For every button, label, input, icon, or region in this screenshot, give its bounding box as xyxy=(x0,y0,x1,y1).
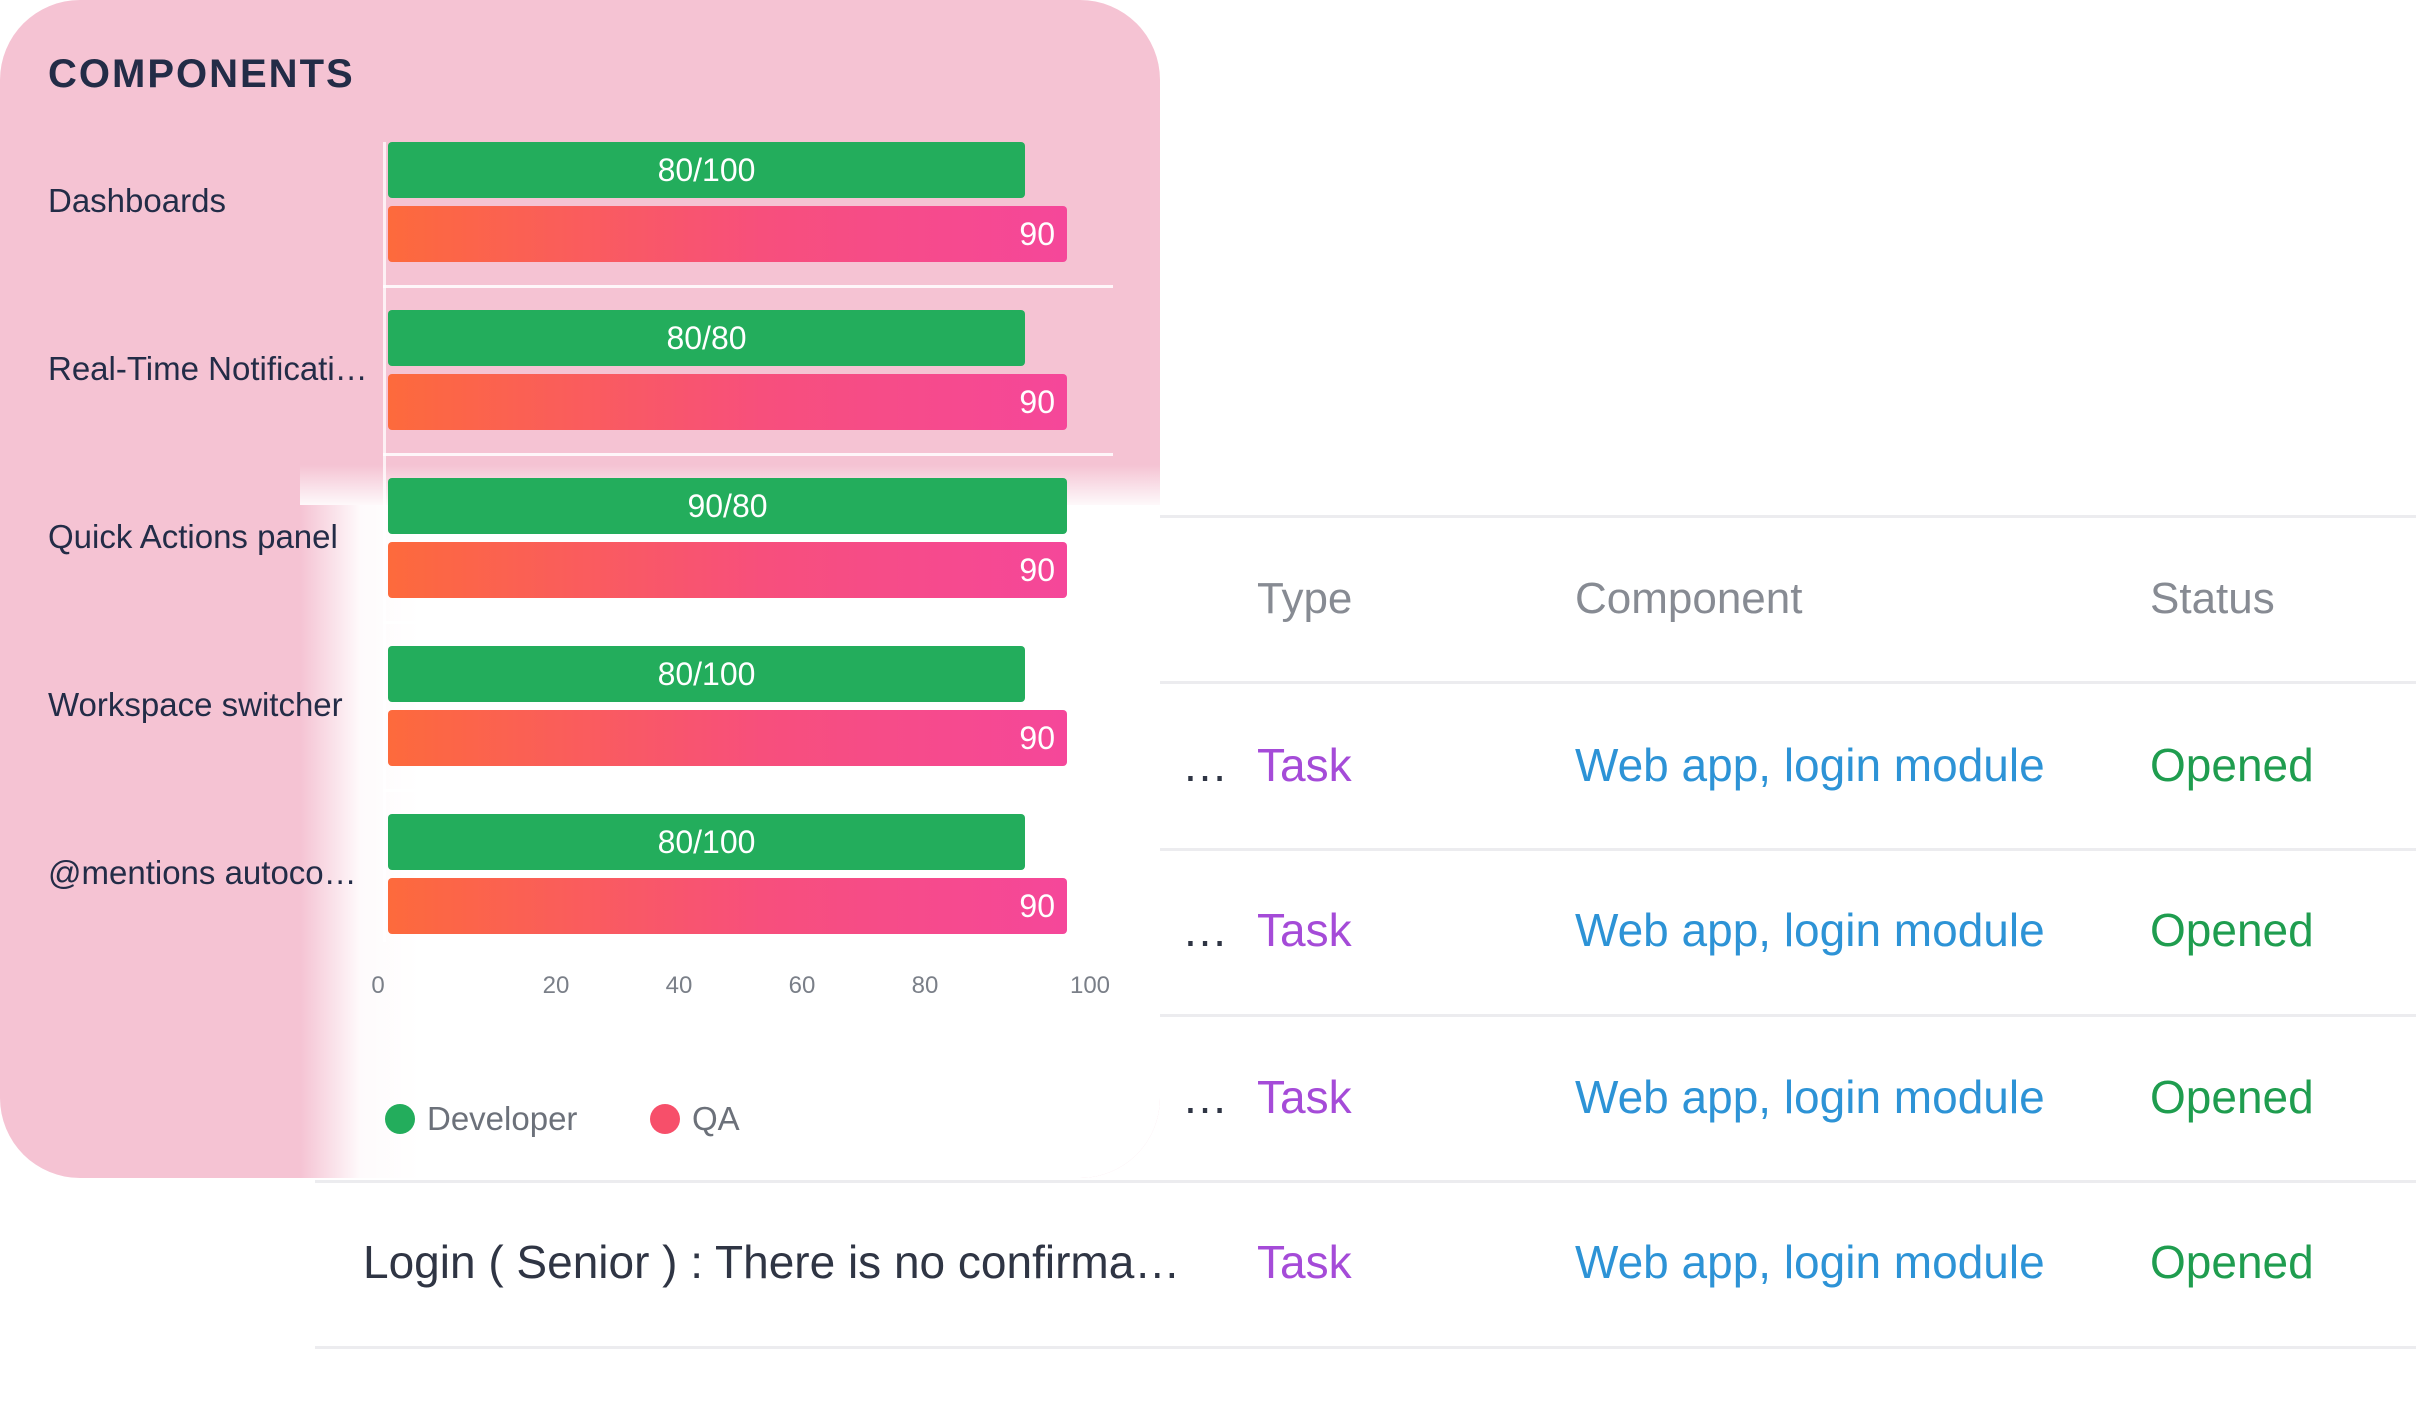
column-header-component[interactable]: Component xyxy=(1575,574,1803,623)
issue-type: Task xyxy=(1257,904,1352,956)
developer-bar[interactable]: 80/80 xyxy=(388,310,1025,366)
bar-data-label: 80/100 xyxy=(657,151,756,188)
row-divider xyxy=(315,1014,2416,1017)
developer-bar[interactable]: 90/80 xyxy=(388,478,1067,534)
qa-bar[interactable]: 90 xyxy=(388,878,1067,934)
bar-data-label: 90 xyxy=(1019,383,1055,420)
qa-bar[interactable]: 90 xyxy=(388,710,1067,766)
issue-component[interactable]: Web app, login module xyxy=(1575,1236,2045,1288)
bar-data-label: 80/100 xyxy=(657,655,756,692)
x-tick-label: 80 xyxy=(911,972,939,999)
status-badge[interactable]: Opened xyxy=(2150,1071,2314,1123)
row-separator xyxy=(383,453,1113,456)
developer-legend-dot-icon xyxy=(385,1104,415,1134)
x-tick-label: 60 xyxy=(788,972,816,999)
category-label: Quick Actions panel xyxy=(48,518,338,555)
y-axis-line xyxy=(383,142,386,942)
status-badge[interactable]: Opened xyxy=(2150,739,2314,791)
bar-data-label: 90 xyxy=(1019,887,1055,924)
issue-type: Task xyxy=(1257,739,1352,791)
category-label: Dashboards xyxy=(48,182,226,219)
row-separator xyxy=(383,621,1113,624)
row-divider xyxy=(315,1180,2416,1183)
developer-bar[interactable]: 80/100 xyxy=(388,814,1025,870)
issue-component[interactable]: Web app, login module xyxy=(1575,904,2045,956)
qa-bar[interactable]: 90 xyxy=(388,206,1067,262)
x-tick-label: 20 xyxy=(542,972,570,999)
header-divider xyxy=(315,681,2416,684)
qa-bar[interactable]: 90 xyxy=(388,542,1067,598)
developer-bar[interactable]: 80/100 xyxy=(388,646,1025,702)
bar-data-label: 90 xyxy=(1019,551,1055,588)
issue-type: Task xyxy=(1257,1236,1352,1288)
issue-component[interactable]: Web app, login module xyxy=(1575,739,2045,791)
issue-component[interactable]: Web app, login module xyxy=(1575,1071,2045,1123)
column-header-type[interactable]: Type xyxy=(1257,574,1353,623)
bar-data-label: 80/100 xyxy=(657,823,756,860)
qa-legend-dot-icon xyxy=(650,1104,680,1134)
bar-data-label: 90 xyxy=(1019,215,1055,252)
bar-data-label: 90 xyxy=(1019,719,1055,756)
bar-data-label: 80/80 xyxy=(666,319,747,356)
qa-bar[interactable]: 90 xyxy=(388,374,1067,430)
x-tick-label: 100 xyxy=(1069,972,1111,999)
legend-item-qa[interactable]: QA xyxy=(650,1100,740,1138)
column-header-status[interactable]: Status xyxy=(2150,574,2275,623)
x-tick-label: 40 xyxy=(665,972,693,999)
row-separator xyxy=(383,285,1113,288)
row-divider xyxy=(315,848,2416,851)
issue-type: Task xyxy=(1257,1071,1352,1123)
row-separator xyxy=(383,789,1113,792)
category-label: Workspace switcher xyxy=(48,686,343,723)
x-tick-label: 0 xyxy=(371,972,385,999)
category-label: @mentions autoco… xyxy=(48,854,357,891)
status-badge[interactable]: Opened xyxy=(2150,1236,2314,1288)
issue-title[interactable]: Login ( Senior ) : There is no confirmat… xyxy=(363,1236,1193,1288)
legend-label: Developer xyxy=(427,1100,578,1137)
legend-label: QA xyxy=(692,1100,740,1137)
bar-data-label: 90/80 xyxy=(687,487,768,524)
card-title: COMPONENTS xyxy=(48,52,355,96)
status-badge[interactable]: Opened xyxy=(2150,904,2314,956)
category-label: Real-Time Notificati… xyxy=(48,350,368,387)
legend-item-developer[interactable]: Developer xyxy=(385,1100,577,1138)
developer-bar[interactable]: 80/100 xyxy=(388,142,1025,198)
row-divider xyxy=(315,1346,2416,1349)
